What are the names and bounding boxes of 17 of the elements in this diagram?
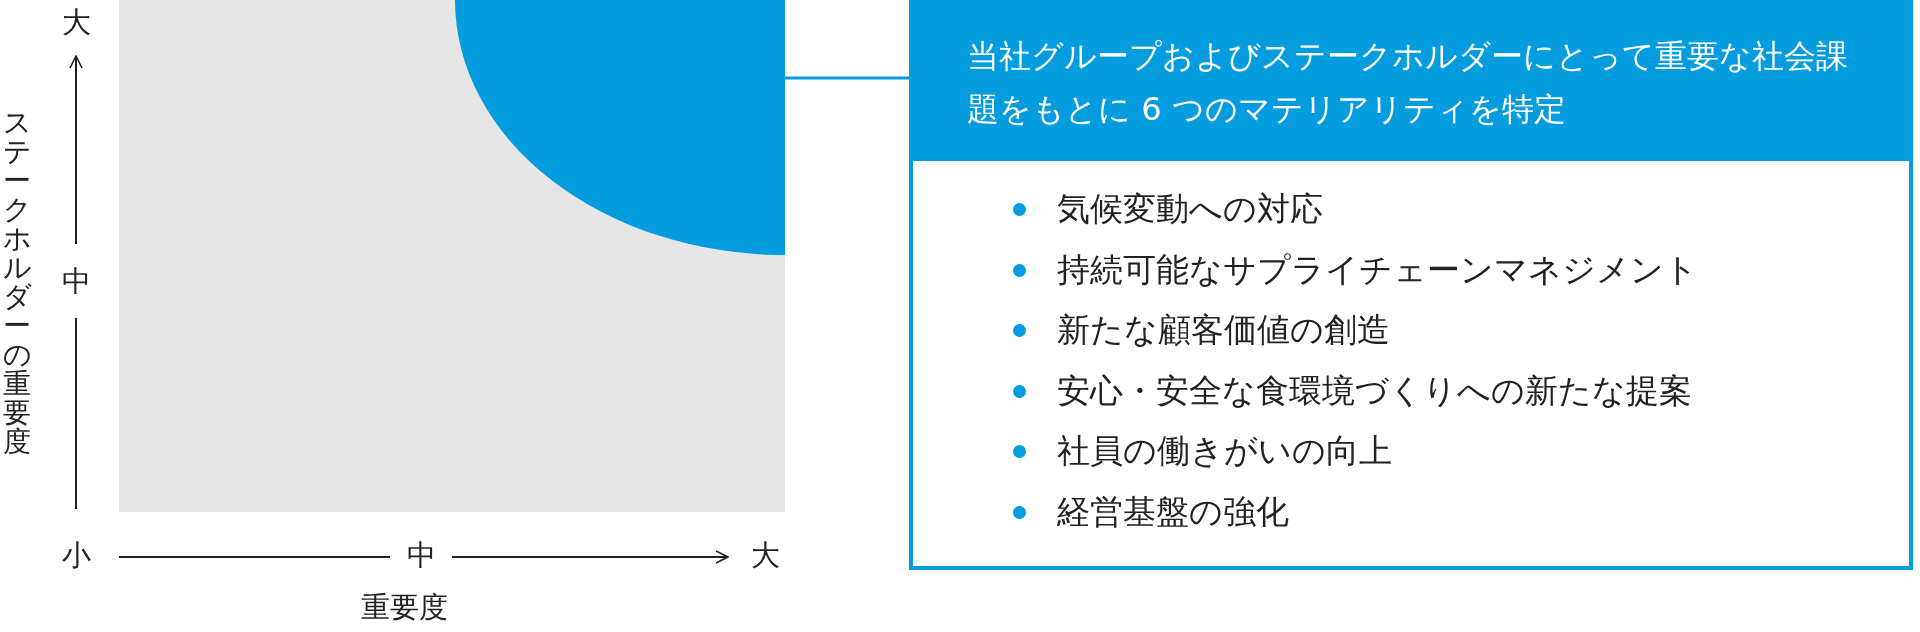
list-item: 新たな顧客価値の創造 [1057,309,1390,352]
list-item: 社員の働きがいの向上 [1057,430,1392,473]
axis-tick-label: 中 [406,540,436,570]
header-box: 当社グループおよびステークホルダーにとって重要な社会課題をもとに 6 つのマテリアリティを特定 [909,0,1913,157]
axis-title: 重要度 [360,592,448,622]
list-item: 経営基盤の強化 [1057,490,1289,533]
connector-line [785,76,909,80]
list-item: 安心・安全な食環境づくりへの新たな提案 [1057,369,1692,412]
list-item: 持続可能なサプライチェーンマネジメント [1057,248,1698,291]
highlight-region [455,0,785,255]
axis-title: ステークホルダーの重要度 [3,108,31,456]
list-item: 気候変動への対応 [1057,188,1323,230]
axis-tick-label: 大 [750,540,780,570]
list-box [909,157,1913,570]
axis-tick-label: 中 [61,266,91,296]
axis-tick-label: 小 [61,540,91,570]
axis-tick-label: 大 [61,7,91,37]
